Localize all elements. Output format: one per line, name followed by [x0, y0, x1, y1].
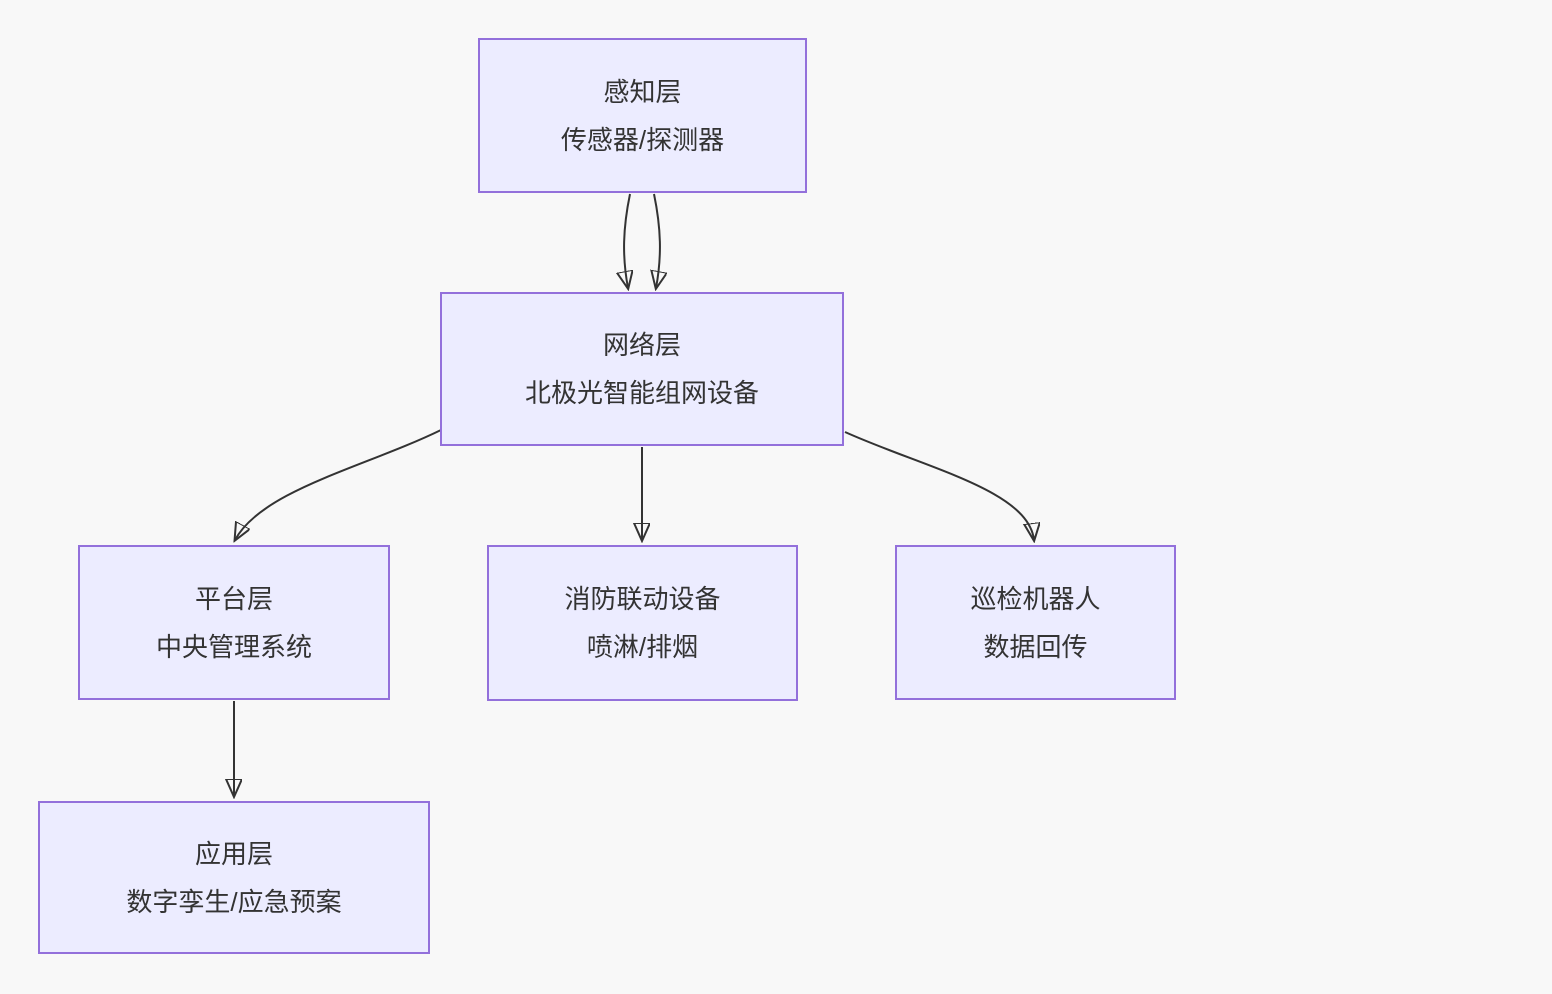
node-platform-title: 平台层: [194, 583, 273, 614]
node-robot-title: 巡检机器人: [970, 583, 1101, 614]
node-application-layer: 应用层 数字孪生/应急预案: [38, 801, 430, 954]
node-platform-subtitle: 中央管理系统: [155, 631, 312, 662]
node-network-title: 网络层: [602, 330, 681, 360]
node-perception-title: 感知层: [603, 76, 682, 107]
node-network-subtitle: 北极光智能组网设备: [524, 378, 759, 408]
edge-network-to-platform: [235, 429, 442, 540]
node-fire-subtitle: 喷淋/排烟: [586, 632, 699, 662]
node-inspection-robot: 巡检机器人 数据回传: [895, 545, 1176, 700]
node-perception-layer: 感知层 传感器/探测器: [478, 38, 807, 193]
edge-perception-to-network-2: [654, 193, 660, 288]
node-perception-subtitle: 传感器/探测器: [560, 124, 725, 155]
node-platform-layer: 平台层 中央管理系统: [78, 545, 390, 700]
node-application-title: 应用层: [194, 838, 273, 869]
node-fire-title: 消防联动设备: [564, 584, 721, 614]
edge-perception-to-network-1: [624, 193, 630, 288]
node-robot-subtitle: 数据回传: [983, 631, 1088, 662]
node-application-subtitle: 数字孪生/应急预案: [126, 886, 342, 917]
node-fire-linkage: 消防联动设备 喷淋/排烟: [487, 545, 798, 701]
node-network-layer: 网络层 北极光智能组网设备: [440, 292, 844, 446]
edge-network-to-robot: [844, 431, 1034, 540]
